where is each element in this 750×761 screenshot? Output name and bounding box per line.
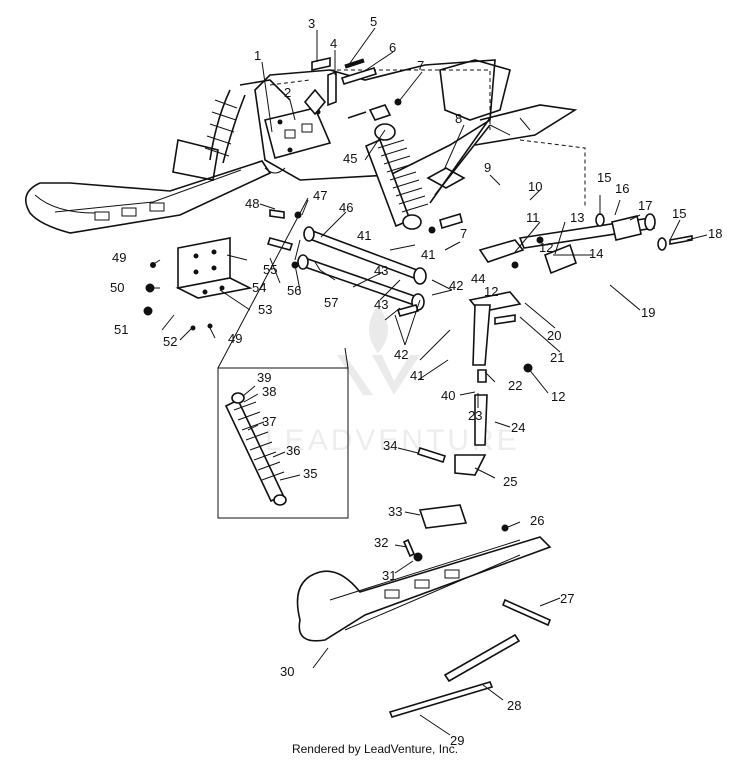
callout-6: 6 [389,40,396,55]
callout-25: 25 [503,474,517,489]
callout-47: 47 [313,188,327,203]
callout-17: 17 [638,198,652,213]
callout-14: 14 [589,246,603,261]
callout-7b: 7 [460,226,467,241]
callout-48: 48 [245,196,259,211]
callout-28: 28 [507,698,521,713]
callout-12a: 12 [539,240,553,255]
callout-2: 2 [284,85,291,100]
callout-15a: 15 [597,170,611,185]
callout-15b: 15 [672,206,686,221]
callout-38: 38 [262,384,276,399]
callout-50: 50 [110,280,124,295]
callout-13: 13 [570,210,584,225]
footer-credit: Rendered by LeadVenture, Inc. [291,742,459,756]
callout-36: 36 [286,443,300,458]
front-ski-drawing [296,446,552,718]
callout-5: 5 [370,14,377,29]
top-bracket-hardware [303,57,378,116]
callout-22: 22 [508,378,522,393]
callout-32: 32 [374,535,388,550]
callout-57: 57 [324,295,338,310]
callout-7a: 7 [417,58,424,73]
callout-43b: 43 [374,297,388,312]
callout-53: 53 [258,302,272,317]
callout-24: 24 [511,420,525,435]
callout-20: 20 [547,328,561,343]
callout-52: 52 [163,334,177,349]
callout-45: 45 [343,151,357,166]
radius-rod-and-spindle [396,117,693,476]
callout-40: 40 [441,388,455,403]
callout-26: 26 [530,513,544,528]
callout-54: 54 [252,280,266,295]
callout-16: 16 [615,181,629,196]
callout-34: 34 [383,438,397,453]
callout-39: 39 [257,370,271,385]
callout-35: 35 [303,466,317,481]
callout-55: 55 [263,262,277,277]
callout-23: 23 [468,408,482,423]
callout-43a: 43 [374,263,388,278]
shock-inset-box [217,197,349,519]
callout-46: 46 [339,200,353,215]
callout-10: 10 [528,179,542,194]
callout-18: 18 [708,226,722,241]
callout-3: 3 [308,16,315,31]
mounting-plate [175,237,253,299]
callout-41a: 41 [357,228,371,243]
callout-33: 33 [388,504,402,519]
callout-27: 27 [560,591,574,606]
rear-ski-drawing [24,79,291,234]
leader-lines [151,27,708,736]
callout-21: 21 [550,350,564,365]
callout-49b: 49 [228,331,242,346]
callout-42b: 42 [394,347,408,362]
callout-42a: 42 [449,278,463,293]
callout-1: 1 [254,48,261,63]
callout-56: 56 [287,283,301,298]
watermark-logo [337,305,420,395]
callout-51: 51 [114,322,128,337]
callout-41c: 41 [410,368,424,383]
callout-9: 9 [484,160,491,175]
callout-4: 4 [330,36,337,51]
front-shock-absorber [364,104,429,230]
callout-12b: 12 [551,389,565,404]
callout-30: 30 [280,664,294,679]
callout-8: 8 [455,111,462,126]
bulkhead-frame [254,59,578,181]
callout-29: 29 [450,733,464,748]
callout-labels: 1 2 3 4 5 6 7 8 9 10 11 12 13 14 15 16 1… [110,14,722,748]
callout-49a: 49 [112,250,126,265]
callout-11: 11 [526,210,540,225]
callout-37: 37 [262,414,276,429]
callout-12c: 12 [484,284,498,299]
callout-31: 31 [382,568,396,583]
callout-19: 19 [641,305,655,320]
callout-44: 44 [471,271,485,286]
callout-41b: 41 [421,247,435,262]
